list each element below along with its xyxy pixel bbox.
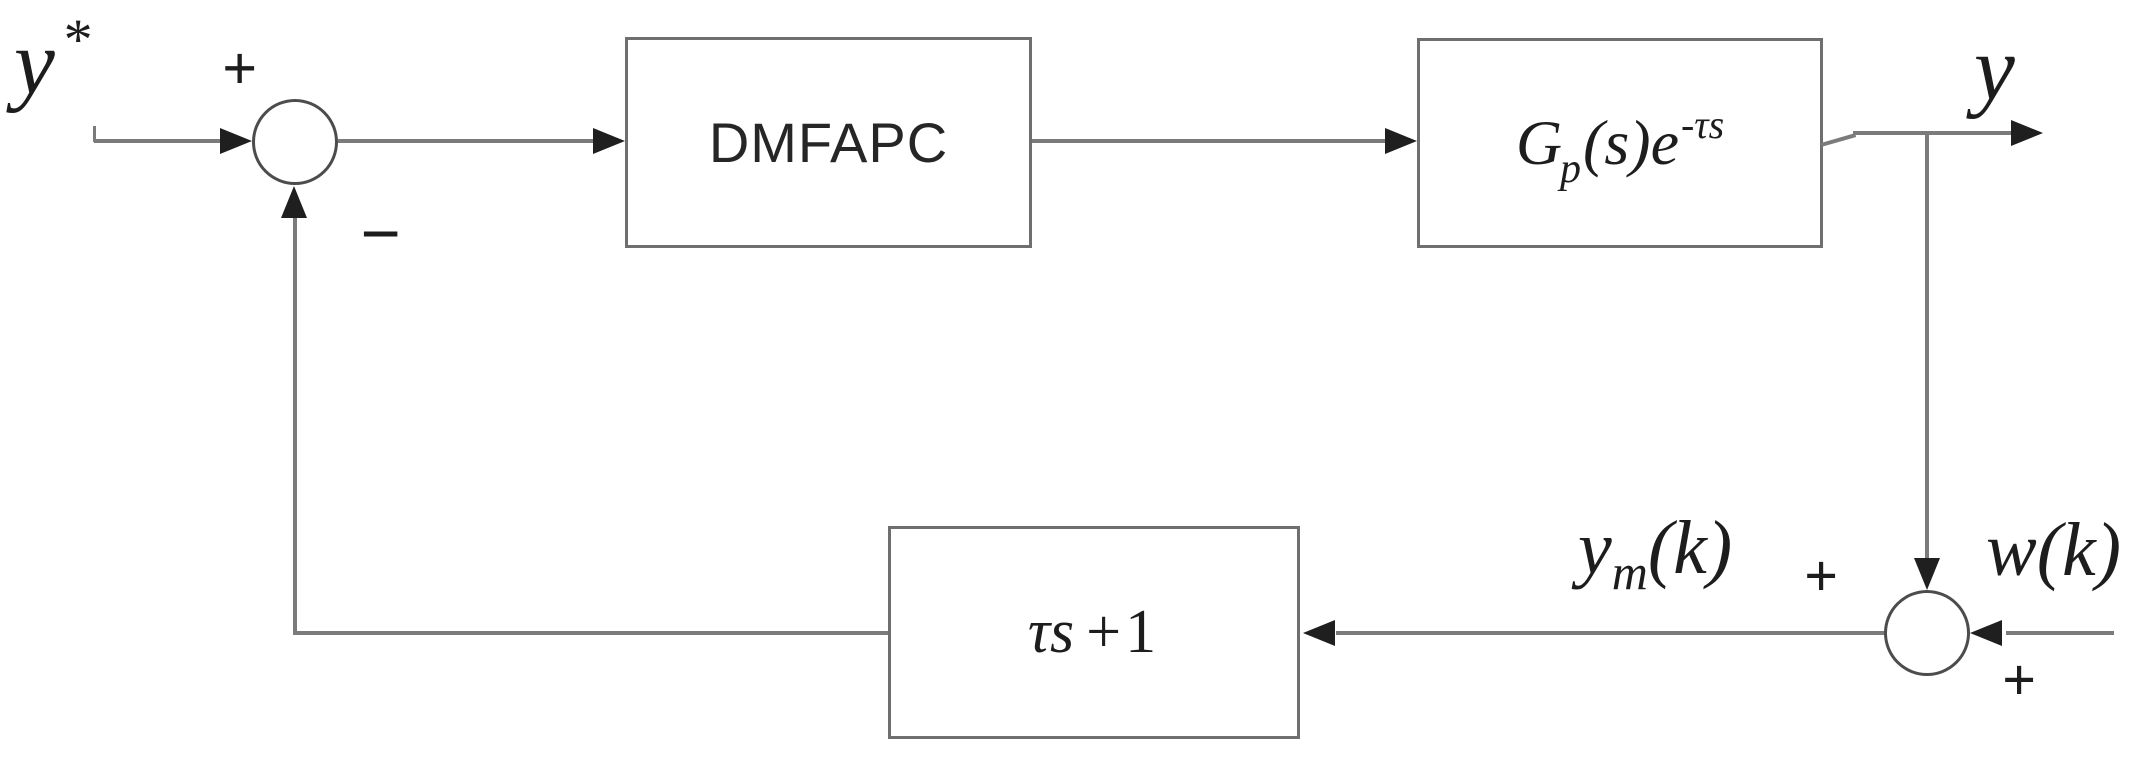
disturbance-input-line [2006, 631, 2114, 635]
feedback-line-vertical [293, 217, 297, 635]
arrowhead-into-sum1-bottom-icon [281, 186, 307, 218]
controller-block: DMFAPC [625, 37, 1032, 248]
setpoint-base: y [14, 11, 55, 113]
sum2-right-plus-sign: + [2002, 647, 2037, 713]
arrowhead-into-controller-icon [593, 128, 625, 154]
plant-label: Gp(s)e-τs [1515, 102, 1724, 192]
filter-label: τs+1 [1028, 597, 1160, 668]
output-label: y [1974, 17, 2015, 119]
summing-junction-2 [1884, 590, 1970, 676]
output-arrowhead-icon [2011, 120, 2043, 146]
setpoint-superscript: * [60, 7, 90, 72]
model-output-subscript: m [1611, 544, 1648, 600]
plant-output-jog [1820, 133, 1857, 147]
filter-plus-one: +1 [1086, 598, 1161, 666]
filter-block: τs+1 [888, 526, 1300, 739]
model-output-label: ym(k) [1578, 510, 1732, 597]
setpoint-label: y* [14, 11, 90, 109]
model-output-argument: (k) [1647, 506, 1733, 590]
feedback-line-horizontal [293, 631, 888, 635]
line-sum1-to-controller [338, 139, 594, 143]
arrowhead-into-plant-icon [1385, 128, 1417, 154]
arrowhead-into-filter-icon [1303, 620, 1335, 646]
sum2-top-plus-sign: + [1804, 543, 1839, 609]
sum1-minus-sign: − [360, 194, 402, 274]
filter-tau-s: τs [1027, 598, 1075, 666]
output-branch-line [1925, 133, 1929, 558]
setpoint-input-line [94, 139, 220, 143]
line-sum2-to-filter [1336, 631, 1884, 635]
plant-subscript: p [1560, 146, 1582, 192]
arrowhead-into-sum2-top-icon [1914, 558, 1940, 590]
arrowhead-into-sum2-right-icon [1970, 620, 2002, 646]
plant-gain-symbol: G [1515, 107, 1563, 178]
plant-delay-exponent: -τs [1680, 102, 1725, 147]
arrowhead-into-sum1-left-icon [220, 128, 252, 154]
disturbance-label: w(k) [1986, 508, 2122, 592]
summing-junction-1 [252, 99, 338, 185]
plant-output-line [1853, 131, 2011, 135]
plant-argument: (s)e [1583, 107, 1679, 178]
controller-label: DMFAPC [708, 111, 949, 174]
plant-block: Gp(s)e-τs [1417, 38, 1823, 248]
line-controller-to-plant [1032, 139, 1385, 143]
sum1-plus-sign: + [222, 35, 258, 103]
model-output-base: y [1578, 506, 1612, 590]
setpoint-input-tick [93, 126, 96, 142]
